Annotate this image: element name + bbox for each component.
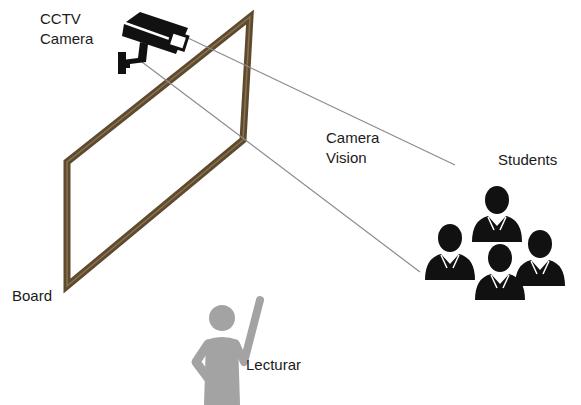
vision-line [142, 62, 420, 272]
camera-label: CCTV Camera [40, 9, 102, 49]
vision-line [188, 38, 455, 165]
students-group [425, 186, 565, 300]
vision-label: Camera Vision [326, 128, 388, 168]
board-label: Board [12, 286, 72, 306]
students-label: Students [498, 150, 578, 170]
lecturer-label: Lecturar [246, 355, 326, 375]
cctv-camera-icon [118, 12, 188, 74]
board-frame [67, 17, 250, 286]
lecturer-figure [196, 300, 260, 405]
